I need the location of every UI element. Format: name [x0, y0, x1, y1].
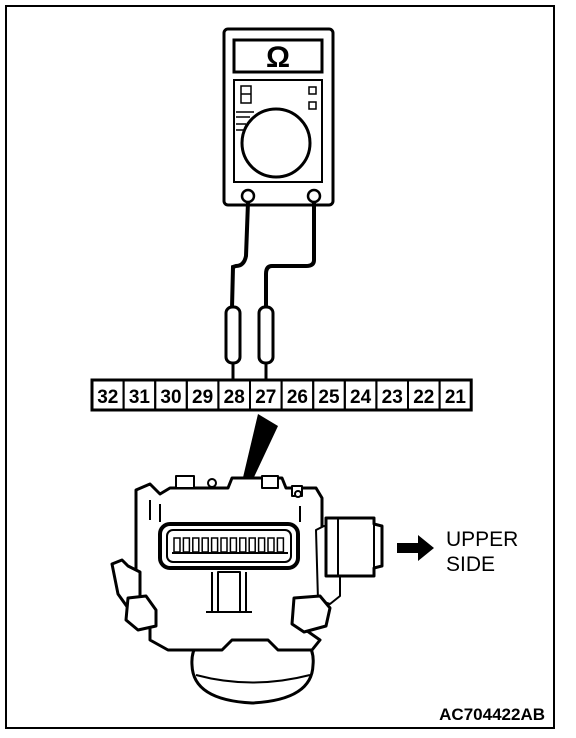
probe-right — [257, 305, 275, 365]
pin-label-25: 25 — [318, 387, 340, 408]
probe-left — [224, 305, 242, 365]
direction-label-line1: UPPER — [446, 528, 518, 551]
pin-label-28: 28 — [224, 387, 245, 408]
connector-cavity — [257, 537, 266, 553]
side-plug — [324, 516, 384, 578]
connector-cavity — [192, 537, 200, 553]
rotary-dial-icon — [240, 107, 312, 179]
multimeter-display — [232, 38, 324, 74]
connector-cavity — [220, 537, 228, 553]
connector-cavities — [172, 537, 288, 554]
test-lead-left — [230, 201, 250, 309]
pin-label-27: 27 — [255, 387, 276, 408]
pin-label-21: 21 — [445, 387, 467, 408]
connector-cavity — [173, 537, 181, 553]
indicator-icon — [308, 86, 317, 95]
pin-label-23: 23 — [382, 387, 403, 408]
test-jack-left — [240, 188, 256, 204]
connector-cavity — [239, 537, 247, 553]
connector-cavity — [201, 537, 209, 553]
test-lead-right — [264, 202, 316, 308]
direction-label-line2: SIDE — [446, 553, 495, 576]
pin-label-30: 30 — [160, 387, 181, 408]
pin-label-31: 31 — [129, 387, 151, 408]
connector-cavity — [229, 537, 238, 553]
arrow-right-icon — [397, 535, 434, 561]
connector-cavity — [210, 537, 219, 553]
connector-cavity — [248, 537, 256, 553]
ohm-symbol: Ω — [266, 41, 290, 74]
connector-cavity — [276, 537, 285, 553]
indicator-icon — [308, 101, 317, 110]
pin-label-32: 32 — [97, 387, 118, 408]
figure-code: AC704422AB — [439, 705, 545, 724]
figure-frame — [5, 5, 555, 729]
switch-assembly — [110, 475, 384, 705]
connector-cavity — [182, 537, 191, 553]
pin-label-24: 24 — [350, 387, 372, 408]
pin-label-22: 22 — [413, 387, 434, 408]
pin-label-29: 29 — [192, 387, 213, 408]
test-leads — [230, 201, 316, 309]
multimeter: Ω — [222, 27, 335, 207]
connector-cavity — [267, 537, 275, 553]
connector-pin-strip: 32 31 30 29 28 27 26 25 24 23 22 21 — [90, 378, 473, 412]
pin-cell — [438, 379, 473, 411]
pin-label-26: 26 — [287, 387, 308, 408]
test-jack-right — [306, 188, 322, 204]
